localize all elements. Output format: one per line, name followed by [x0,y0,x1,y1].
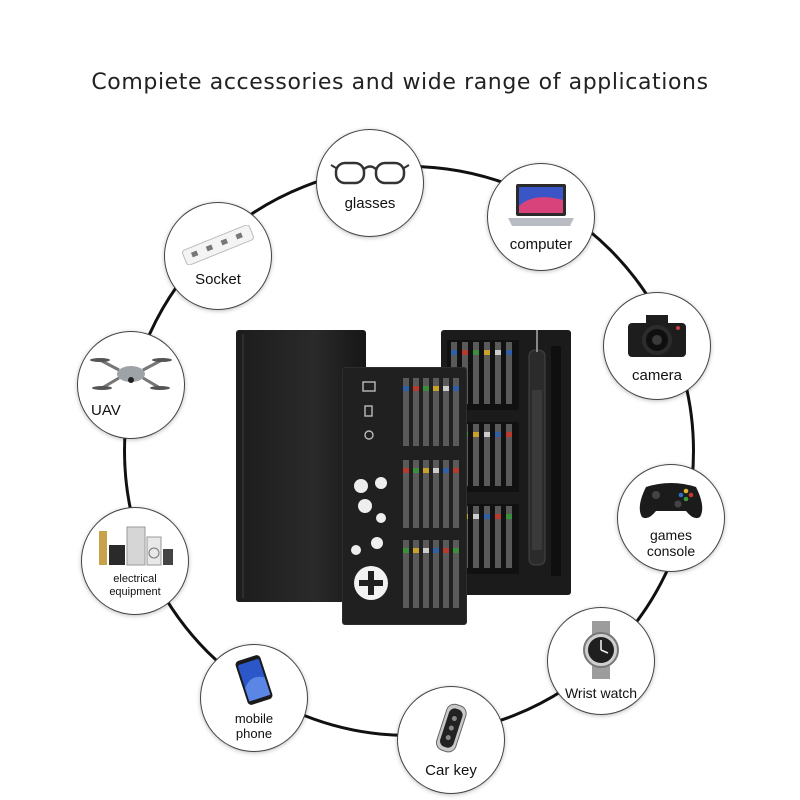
bit-color-band [506,432,512,437]
screwdriver-bit [403,378,409,446]
bit-color-band [506,514,512,519]
screwdriver-bit [443,460,449,528]
bit-color-band [443,468,449,473]
bit-color-band [403,386,409,391]
laptop-icon [508,183,574,226]
kit-bit-holder [342,367,467,625]
bit-color-band [473,432,479,437]
bit-color-band [484,514,490,519]
screwdriver-bit [413,540,419,608]
application-label: glasses [344,194,396,212]
screwdriver-bit [495,424,501,486]
application-mobile-phone: mobile phone [200,644,308,752]
screwdriver-bit [453,378,459,446]
bit-color-band [423,468,429,473]
bit-color-band [484,350,490,355]
bit-color-band [413,468,419,473]
application-label: Socket [195,270,241,288]
application-uav: UAV [77,331,185,439]
application-electrical-equipment: electrical equipment [81,507,189,615]
screwdriver-bit [495,506,501,568]
screwdriver-bit [433,378,439,446]
screwdriver-bit [413,460,419,528]
application-socket: Socket [164,202,272,310]
bit-color-band [403,468,409,473]
bit-color-band [423,386,429,391]
application-games-console: games console [617,464,725,572]
car-key-icon [435,703,467,752]
bit-color-band [453,468,459,473]
bit-color-band [495,350,501,355]
application-label: UAV [91,401,121,419]
bit-color-band [433,468,439,473]
bit-color-band [413,548,419,553]
bit-color-band [443,548,449,553]
screwdriver-bit [453,540,459,608]
screwdriver-bit [423,540,429,608]
application-label: mobile phone [234,711,274,741]
bit-color-band [451,350,457,355]
screwdriver-bit [443,378,449,446]
screwdriver-bit [484,342,490,404]
smartphone-icon [235,655,273,705]
application-car-key: Car key [397,686,505,794]
application-computer: computer [487,163,595,271]
screwdriver-bit [506,424,512,486]
screwdriver-bit [403,460,409,528]
screwdriver-bit [443,540,449,608]
screwdriver-bit [413,378,419,446]
application-label: electrical equipment [109,573,161,598]
application-label: Car key [425,761,477,779]
drone-icon [90,357,172,390]
bit-color-band [462,350,468,355]
application-label: camera [631,366,683,384]
bit-color-band [495,514,501,519]
application-label: games console [646,527,696,559]
application-wrist-watch: Wrist watch [547,607,655,715]
bit-color-band [453,386,459,391]
screwdriver-bit [484,506,490,568]
bit-color-band [506,350,512,355]
game-controller-icon [639,483,703,519]
glasses-icon [330,161,410,184]
headline: Compiete accessories and wide range of a… [91,70,709,95]
application-label: Wrist watch [564,684,638,701]
bit-color-band [413,386,419,391]
application-label: computer [509,235,573,253]
screwdriver-bit [433,540,439,608]
screwdriver-bit [484,424,490,486]
bit-color-band [443,386,449,391]
cross-icon [354,566,388,600]
wristwatch-icon [583,620,619,679]
screwdriver-bit [423,378,429,446]
screwdriver-bit [403,540,409,608]
screwdriver-bit [495,342,501,404]
bit-color-band [403,548,409,553]
screwdriver-bit [473,506,479,568]
bit-color-band [423,548,429,553]
bit-color-band [484,432,490,437]
screwdriver-bit [506,342,512,404]
bit-color-band [433,548,439,553]
device-icons [351,381,387,555]
screwdriver-bit [423,460,429,528]
bit-color-band [473,350,479,355]
bit-color-band [473,514,479,519]
camera-icon [628,314,686,357]
bit-color-band [495,432,501,437]
application-glasses: glasses [316,129,424,237]
appliances-icon [99,526,173,566]
application-camera: camera [603,292,711,400]
screwdriver-bit [453,460,459,528]
screwdriver-bit [473,424,479,486]
screwdriver-kit-image [236,328,571,630]
screwdriver-bit [433,460,439,528]
screwdriver-bit [506,506,512,568]
bit-color-band [453,548,459,553]
power-strip-icon [182,224,254,265]
bit-color-band [433,386,439,391]
screwdriver-bit [473,342,479,404]
